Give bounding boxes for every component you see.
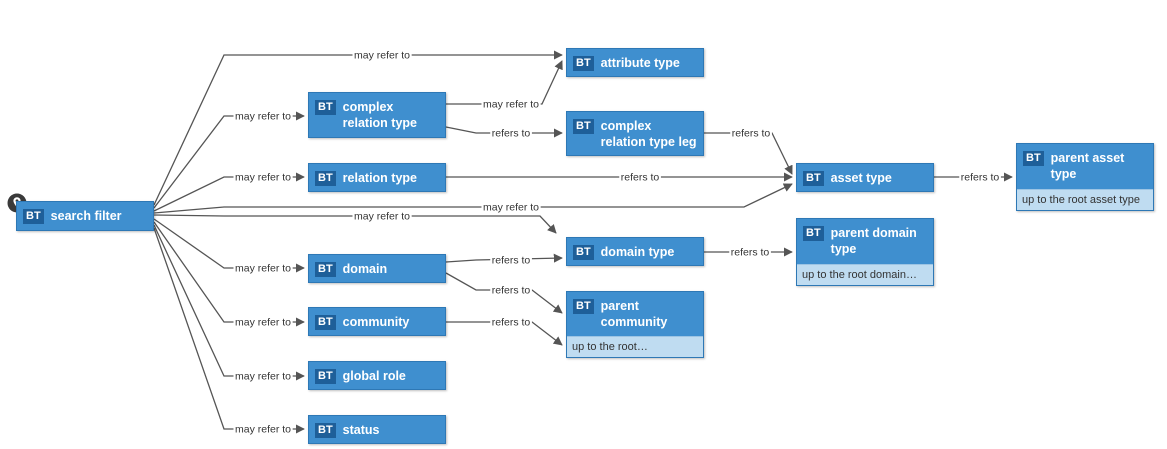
- node-global-role[interactable]: BT global role: [308, 361, 446, 390]
- bt-badge: BT: [315, 423, 336, 438]
- edge-label-background: [233, 262, 293, 275]
- edge-complex-relation-type-leg-to-asset-type: [704, 132, 793, 175]
- node-domain-type[interactable]: BT domain type: [566, 237, 704, 266]
- bt-badge: BT: [573, 119, 594, 134]
- node-title: asset type: [830, 171, 892, 185]
- node-status[interactable]: BT status: [308, 415, 446, 444]
- edge-label: refers to: [731, 247, 770, 259]
- edge-label-background: [490, 127, 532, 140]
- edge-community-to-parent-community: [446, 321, 563, 346]
- node-title: domain type: [600, 245, 675, 259]
- edge-label-background: [233, 110, 293, 123]
- edge-label-background: [490, 316, 532, 329]
- edge-complex-relation-type-to-complex-relation-type-leg: [445, 126, 563, 138]
- node-complex-relation-type-leg[interactable]: BT complex relation type leg: [566, 111, 704, 156]
- node-subtitle: up to the root…: [567, 336, 703, 357]
- edge-label: may refer to: [354, 211, 410, 223]
- edge-label-background: [233, 423, 293, 436]
- bt-badge: BT: [1023, 151, 1044, 166]
- node-complex-relation-type[interactable]: BT complex relation type: [308, 92, 446, 138]
- edge-label-background: [481, 98, 541, 111]
- node-search-filter[interactable]: BT search filter: [16, 201, 154, 231]
- bt-badge: BT: [573, 56, 594, 71]
- edge-search-filter-to-attribute-type: [153, 50, 563, 206]
- edge-domain-to-domain-type: [445, 253, 563, 263]
- edge-search-filter-to-asset-type: [153, 183, 793, 214]
- node-asset-type[interactable]: BT asset type: [796, 163, 934, 192]
- node-title: relation type: [342, 171, 417, 185]
- edge-label-background: [490, 284, 532, 297]
- node-title: parent domain type: [830, 226, 917, 256]
- node-title: parent community: [600, 299, 668, 329]
- bt-badge: BT: [23, 209, 44, 224]
- node-title: parent asset type: [1050, 151, 1125, 181]
- edge-label-background: [490, 254, 532, 267]
- bt-badge: BT: [315, 171, 336, 186]
- edge-label: refers to: [492, 317, 531, 329]
- edge-label: may refer to: [483, 99, 539, 111]
- bt-badge: BT: [315, 262, 336, 277]
- edge-label: refers to: [492, 255, 531, 267]
- node-attribute-type[interactable]: BT attribute type: [566, 48, 704, 77]
- node-relation-type[interactable]: BT relation type: [308, 163, 446, 192]
- edge-label-background: [233, 171, 293, 184]
- edge-label: may refer to: [354, 50, 410, 62]
- edge-label-background: [959, 171, 1001, 184]
- node-title: community: [342, 315, 410, 329]
- bt-badge: BT: [573, 245, 594, 260]
- bt-badge: BT: [803, 171, 824, 186]
- node-title: domain: [342, 262, 388, 276]
- edge-label: may refer to: [235, 371, 291, 383]
- node-parent-domain-type[interactable]: BT parent domain type up to the root doma…: [796, 218, 934, 286]
- edge-label: refers to: [732, 128, 771, 140]
- bt-badge: BT: [803, 226, 824, 241]
- node-subtitle: up to the root domain…: [797, 264, 933, 285]
- edge-label: refers to: [492, 128, 531, 140]
- edge-label-background: [233, 316, 293, 329]
- node-title: status: [342, 423, 380, 437]
- edge-label: refers to: [621, 172, 660, 184]
- bt-badge: BT: [573, 299, 594, 314]
- edge-label-background: [481, 201, 541, 214]
- bt-badge: BT: [315, 315, 336, 330]
- edge-label-background: [619, 171, 661, 184]
- edge-complex-relation-type-to-attribute-type: [446, 60, 563, 105]
- node-title: complex relation type leg: [600, 119, 697, 149]
- node-title: complex relation type: [342, 100, 417, 130]
- node-subtitle: up to the root asset type: [1017, 189, 1153, 210]
- edge-search-filter-to-global-role: [153, 224, 305, 381]
- bt-badge: BT: [315, 100, 336, 115]
- edge-label-background: [352, 210, 412, 223]
- edge-search-filter-to-domain: [153, 218, 305, 273]
- edge-label: refers to: [492, 285, 531, 297]
- edge-label-background: [730, 127, 772, 140]
- edge-label: refers to: [961, 172, 1000, 184]
- edge-label-background: [729, 246, 771, 259]
- node-title: attribute type: [600, 56, 680, 70]
- node-title: search filter: [50, 209, 122, 223]
- edge-label: may refer to: [483, 202, 539, 214]
- node-domain[interactable]: BT domain: [308, 254, 446, 283]
- bt-badge: BT: [315, 369, 336, 384]
- edge-search-filter-to-complex-relation-type: [153, 111, 305, 209]
- edge-label: may refer to: [235, 111, 291, 123]
- node-title: global role: [342, 369, 406, 383]
- node-parent-community[interactable]: BT parent community up to the root…: [566, 291, 704, 358]
- edge-label: may refer to: [235, 424, 291, 436]
- edge-label-background: [233, 370, 293, 383]
- edge-label: may refer to: [235, 263, 291, 275]
- node-parent-asset-type[interactable]: BT parent asset type up to the root asset…: [1016, 143, 1154, 211]
- edge-label-background: [352, 49, 412, 62]
- edge-label: may refer to: [235, 172, 291, 184]
- node-community[interactable]: BT community: [308, 307, 446, 336]
- edge-label: may refer to: [235, 317, 291, 329]
